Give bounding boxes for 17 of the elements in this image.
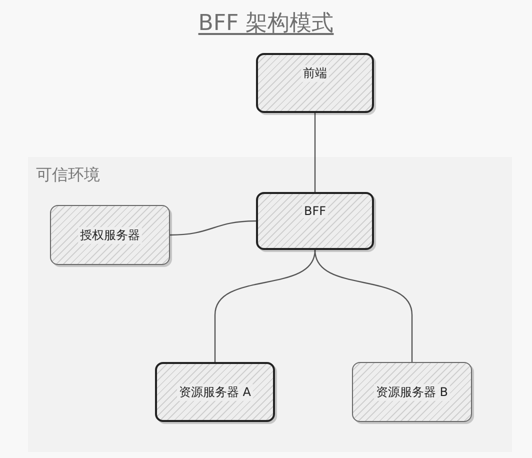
connector-line: [314, 113, 316, 192]
diagram-title: BFF 架构模式: [197, 10, 335, 38]
process-box: [256, 192, 374, 250]
connector-line: [214, 250, 316, 362]
process-box: [155, 362, 275, 422]
box-label: 授权服务器: [78, 226, 142, 244]
process-box: [256, 53, 374, 113]
process-box: [352, 362, 472, 422]
box-label: BFF: [302, 204, 328, 218]
box-label: 资源服务器 A: [176, 384, 254, 400]
process-box: [50, 205, 170, 265]
connector-line: [314, 250, 413, 362]
box-label: 资源服务器 B: [374, 384, 450, 400]
connector-line: [170, 220, 256, 236]
box-label: 前端: [301, 65, 329, 82]
zone-heading: 可信环境: [36, 165, 100, 186]
zone-background: [28, 157, 512, 452]
